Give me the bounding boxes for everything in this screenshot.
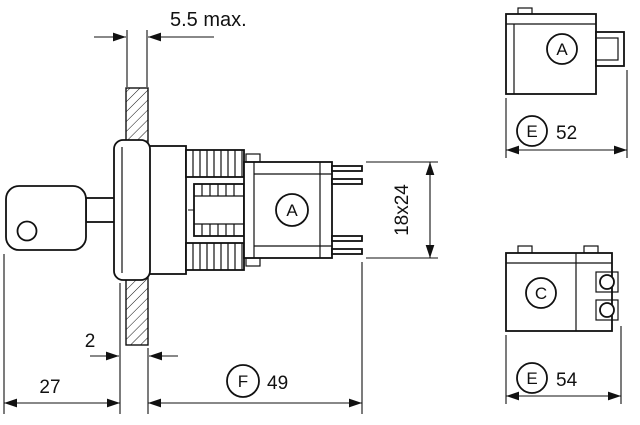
dim-e-label: E [526, 122, 537, 141]
dim-cross-section-text: 18x24 [392, 184, 413, 236]
pin [331, 178, 363, 185]
mounting-nut [147, 145, 187, 275]
pin [331, 165, 363, 172]
dim-bezel-gap-text: 2 [85, 331, 96, 352]
dim-depth-value: 49 [267, 373, 288, 394]
view-a-label-circle [546, 33, 578, 65]
key-bow [5, 185, 87, 251]
key-ring-hole [16, 220, 38, 242]
dim-panel-thickness-text: 5.5 max. [170, 9, 247, 31]
view-c-terminal-pad [595, 271, 619, 293]
contact-block: A [243, 153, 333, 267]
dim-view-c: E 54 [505, 326, 622, 404]
dim-e-label: E [526, 369, 537, 388]
barrel-top-rib-band [185, 149, 245, 178]
barrel-inner-knurl [194, 184, 244, 236]
barrel-bottom-rib-band [185, 242, 245, 271]
view-c-terminal-screw [599, 274, 615, 290]
dim-bezel-gap: 2 [85, 283, 178, 414]
view-a-connector-inner [595, 37, 619, 61]
dim-e-value: 52 [556, 123, 577, 144]
view-c-top-tab [583, 245, 599, 254]
pin [331, 248, 363, 255]
dim-depth-label: F [238, 372, 248, 391]
dim-e-value: 54 [556, 370, 578, 391]
dim-e-label-circle [516, 362, 548, 394]
main-view-label: A [286, 201, 298, 220]
view-c-label: C [535, 284, 547, 303]
dim-panel-thickness: 5.5 max. [94, 9, 247, 87]
dim-depth-label-circle [226, 364, 260, 398]
view-c: C [505, 245, 619, 332]
pin [331, 235, 363, 242]
view-a-connector-tab [595, 31, 625, 67]
block-clip-top [245, 153, 261, 163]
dim-cross-section: 18x24 [366, 161, 438, 259]
dim-view-a: E 52 [505, 70, 628, 158]
key-blade [85, 197, 117, 223]
view-c-label-circle [525, 277, 557, 309]
dim-e-label-circle [516, 115, 548, 147]
terminal-pins [331, 165, 363, 255]
view-a: A [505, 7, 625, 95]
block-clip-bottom [245, 257, 261, 267]
view-a-label: A [556, 40, 568, 59]
ribbed-barrel [185, 149, 245, 271]
key [5, 185, 117, 251]
contact-block-details [253, 162, 332, 258]
main-view-label-circle [275, 193, 309, 227]
view-c-terminal-screw [599, 302, 615, 318]
front-bezel [113, 139, 151, 281]
view-c-top-tab [517, 245, 533, 254]
dim-key-length-text: 27 [39, 377, 60, 398]
bezel-body [113, 139, 151, 281]
view-c-body [505, 252, 613, 332]
dim-lengths: 27 F 49 [3, 254, 363, 414]
view-c-terminal-pad [595, 299, 619, 321]
barrel-rib-teeth [192, 150, 243, 270]
